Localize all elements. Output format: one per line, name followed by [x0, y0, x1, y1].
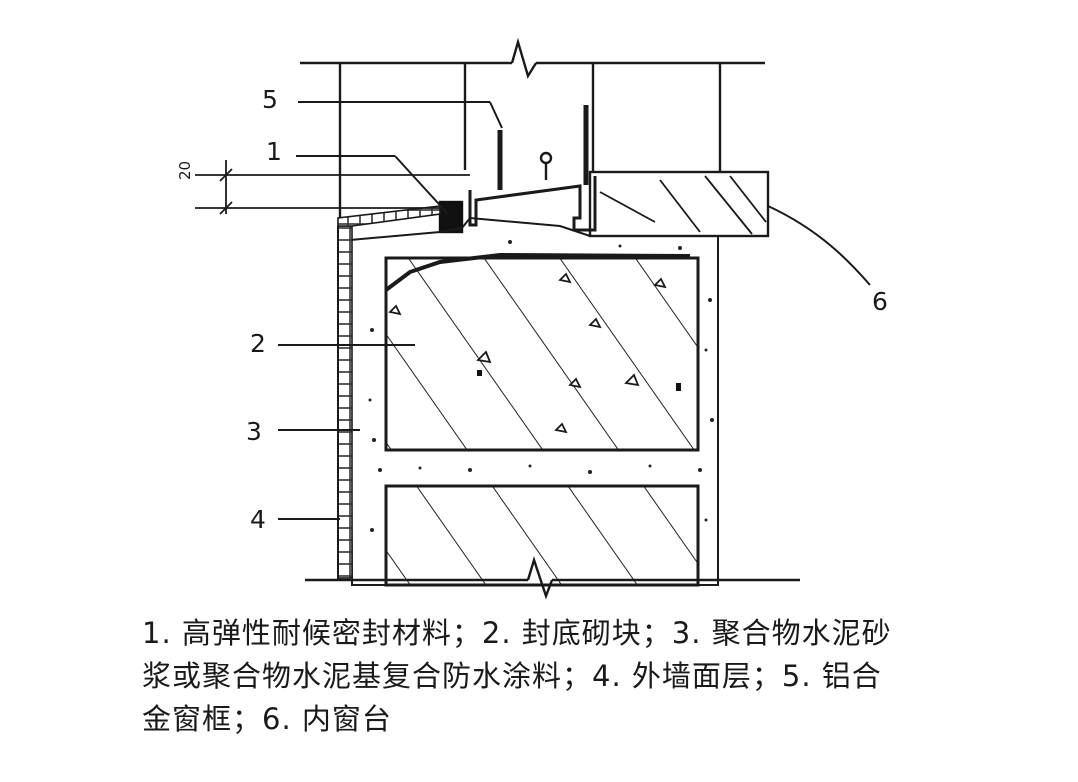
block-top-slope: [384, 252, 691, 292]
label-2: 2: [250, 329, 266, 358]
legend-caption: 1. 高弹性耐候密封材料；2. 封底砌块；3. 聚合物水泥砂 浆或聚合物水泥基复…: [142, 612, 1002, 741]
facade-finish-tiles: [337, 225, 353, 579]
top-break-mark: [510, 37, 538, 79]
label-1: 1: [266, 137, 282, 166]
legend-line-1: 1. 高弹性耐候密封材料；2. 封底砌块；3. 聚合物水泥砂: [142, 616, 892, 650]
label-4: 4: [250, 505, 266, 534]
legend-line-2: 浆或聚合物水泥基复合防水涂料；4. 外墙面层；5. 铝合: [142, 659, 882, 693]
label-5: 5: [262, 85, 278, 114]
bottom-break-mark: [526, 556, 554, 600]
label-3: 3: [246, 417, 262, 446]
mortar-specks: [368, 240, 714, 532]
leader-6: [767, 205, 871, 286]
interior-sill-hatch: [599, 175, 767, 235]
dimension-label: 20: [176, 161, 194, 180]
drain-hole: [539, 151, 553, 165]
facade-finish-top: [337, 205, 441, 227]
legend-line-3: 金窗框；6. 内窗台: [142, 702, 392, 736]
dimension-20mm: [195, 160, 470, 215]
lower-block: [384, 484, 700, 587]
upper-sealing-block: [384, 256, 700, 452]
aggregate-marks: [388, 272, 667, 434]
sealant-material: [438, 200, 464, 234]
aluminium-window-frame: [468, 176, 597, 232]
window-sill-section-drawing: 20 5 1 2 3 4 6: [176, 37, 888, 600]
label-6: 6: [872, 287, 888, 316]
